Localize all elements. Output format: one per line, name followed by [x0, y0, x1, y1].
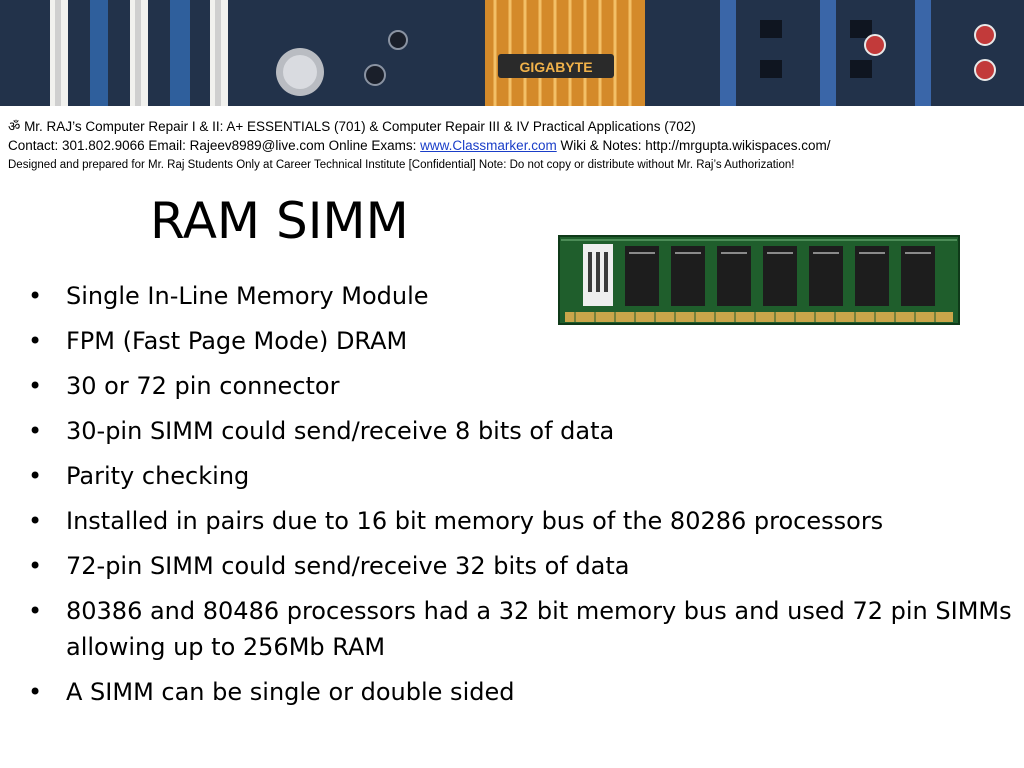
- ram-simm-module-image: [555, 230, 965, 336]
- bullet-item: • 30-pin SIMM could send/receive 8 bits o…: [28, 413, 1013, 449]
- bullet-dot: •: [28, 507, 43, 535]
- bullet-text: 30-pin SIMM could send/receive 8 bits of…: [66, 417, 615, 445]
- bullet-item: • FPM (Fast Page Mode) DRAM: [28, 323, 1013, 359]
- course-header-contact: Contact: 301.802.9066 Email: Rajeev8989@…: [8, 136, 1018, 156]
- bullet-dot: •: [28, 282, 43, 310]
- bullet-item: • Single In-Line Memory Module: [28, 278, 1013, 314]
- bullet-dot: •: [28, 462, 43, 490]
- motherboard-banner-image: GIGABYTE: [0, 0, 1024, 106]
- bullet-dot: •: [28, 678, 43, 706]
- bullet-item: • 30 or 72 pin connector: [28, 368, 1013, 404]
- simm-illustration: [555, 230, 965, 336]
- bullet-text: A SIMM can be single or double sided: [66, 678, 515, 706]
- slide-title: RAM SIMM: [150, 192, 409, 250]
- bullet-text: 72-pin SIMM could send/receive 32 bits o…: [66, 552, 630, 580]
- bullet-item: • Installed in pairs due to 16 bit memory…: [28, 503, 1013, 539]
- course-header: ॐ Mr. RAJ’s Computer Repair I & II: A+ E…: [8, 118, 1018, 174]
- bullet-text: 30 or 72 pin connector: [66, 372, 340, 400]
- bullet-text: Installed in pairs due to 16 bit memory …: [66, 507, 884, 535]
- bullet-dot: •: [28, 327, 43, 355]
- motherboard-illustration: GIGABYTE: [0, 0, 1024, 106]
- wiki-notes-text: Wiki & Notes: http://mrgupta.wikispaces.…: [556, 138, 831, 153]
- bullet-text: Single In-Line Memory Module: [66, 282, 429, 310]
- bullet-dot: •: [28, 372, 43, 400]
- bullet-item: • 80386 and 80486 processors had a 32 bit…: [28, 593, 1013, 665]
- course-header-notice: Designed and prepared for Mr. Raj Studen…: [8, 159, 795, 171]
- bullet-dot: •: [28, 552, 43, 580]
- banner-brand-label: GIGABYTE: [519, 59, 592, 75]
- contact-text: Contact: 301.802.9066 Email: Rajeev8989@…: [8, 138, 421, 153]
- bullet-item: • 72-pin SIMM could send/receive 32 bits …: [28, 548, 1013, 584]
- bullet-dot: •: [28, 417, 43, 445]
- bullet-list: • Single In-Line Memory Module • FPM (Fast…: [28, 278, 1013, 719]
- course-header-title: ॐ Mr. RAJ’s Computer Repair I & II: A+ E…: [8, 119, 696, 134]
- bullet-text: 80386 and 80486 processors had a 32 bit …: [66, 597, 1012, 661]
- classmarker-link[interactable]: www.Classmarker.com: [420, 138, 557, 153]
- bullet-item: • A SIMM can be single or double sided: [28, 674, 1013, 710]
- bullet-text: Parity checking: [66, 462, 250, 490]
- bullet-dot: •: [28, 597, 43, 625]
- bullet-item: • Parity checking: [28, 458, 1013, 494]
- bullet-text: FPM (Fast Page Mode) DRAM: [66, 327, 408, 355]
